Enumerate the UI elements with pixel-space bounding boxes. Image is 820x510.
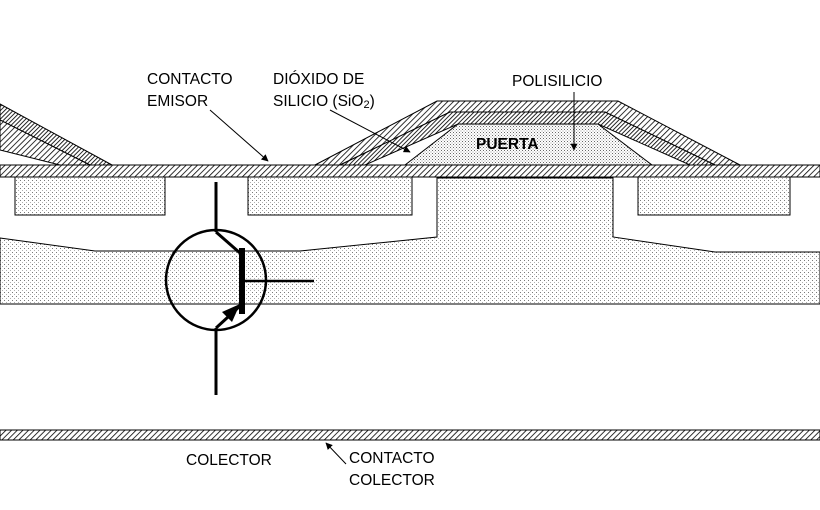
label-contacto-emisor-line1: CONTACTO <box>147 71 233 88</box>
gate-oxide-inner <box>339 111 716 166</box>
label-dioxido-subscript: 2 <box>363 99 369 111</box>
label-contacto-colector-line2: COLECTOR <box>349 472 435 489</box>
transistor-emitter-arrow <box>222 304 240 322</box>
n-drift-region <box>0 177 820 305</box>
label-contacto-emisor-line2: EMISOR <box>147 93 208 110</box>
polysilicon-gate <box>403 123 654 166</box>
emitter-well-left <box>14 176 166 216</box>
label-polisilicio: POLISILICIO <box>512 73 602 90</box>
label-dioxido-line1: DIÓXIDO DE <box>273 71 364 88</box>
label-puerta: PUERTA <box>476 136 539 153</box>
collector-contact-strip <box>0 429 820 441</box>
arrow-dioxido <box>329 109 411 153</box>
label-dioxido-close: ) <box>370 93 375 110</box>
label-dioxido-line2: SILICIO (SiO2) <box>273 93 375 111</box>
label-dioxido-text: SILICIO (SiO <box>273 93 363 110</box>
label-colector: COLECTOR <box>186 452 272 469</box>
arrow-contacto-colector <box>325 442 347 465</box>
arrow-contacto-emisor <box>209 109 269 162</box>
left-contact-ramp <box>0 119 91 166</box>
transistor-top-diagonal <box>215 230 241 255</box>
label-contacto-colector-line1: CONTACTO <box>349 450 435 467</box>
emitter-contact-strip <box>0 164 820 178</box>
emitter-well-right <box>637 176 791 216</box>
emitter-well-center <box>247 176 413 216</box>
igbt-symbol <box>164 182 314 395</box>
